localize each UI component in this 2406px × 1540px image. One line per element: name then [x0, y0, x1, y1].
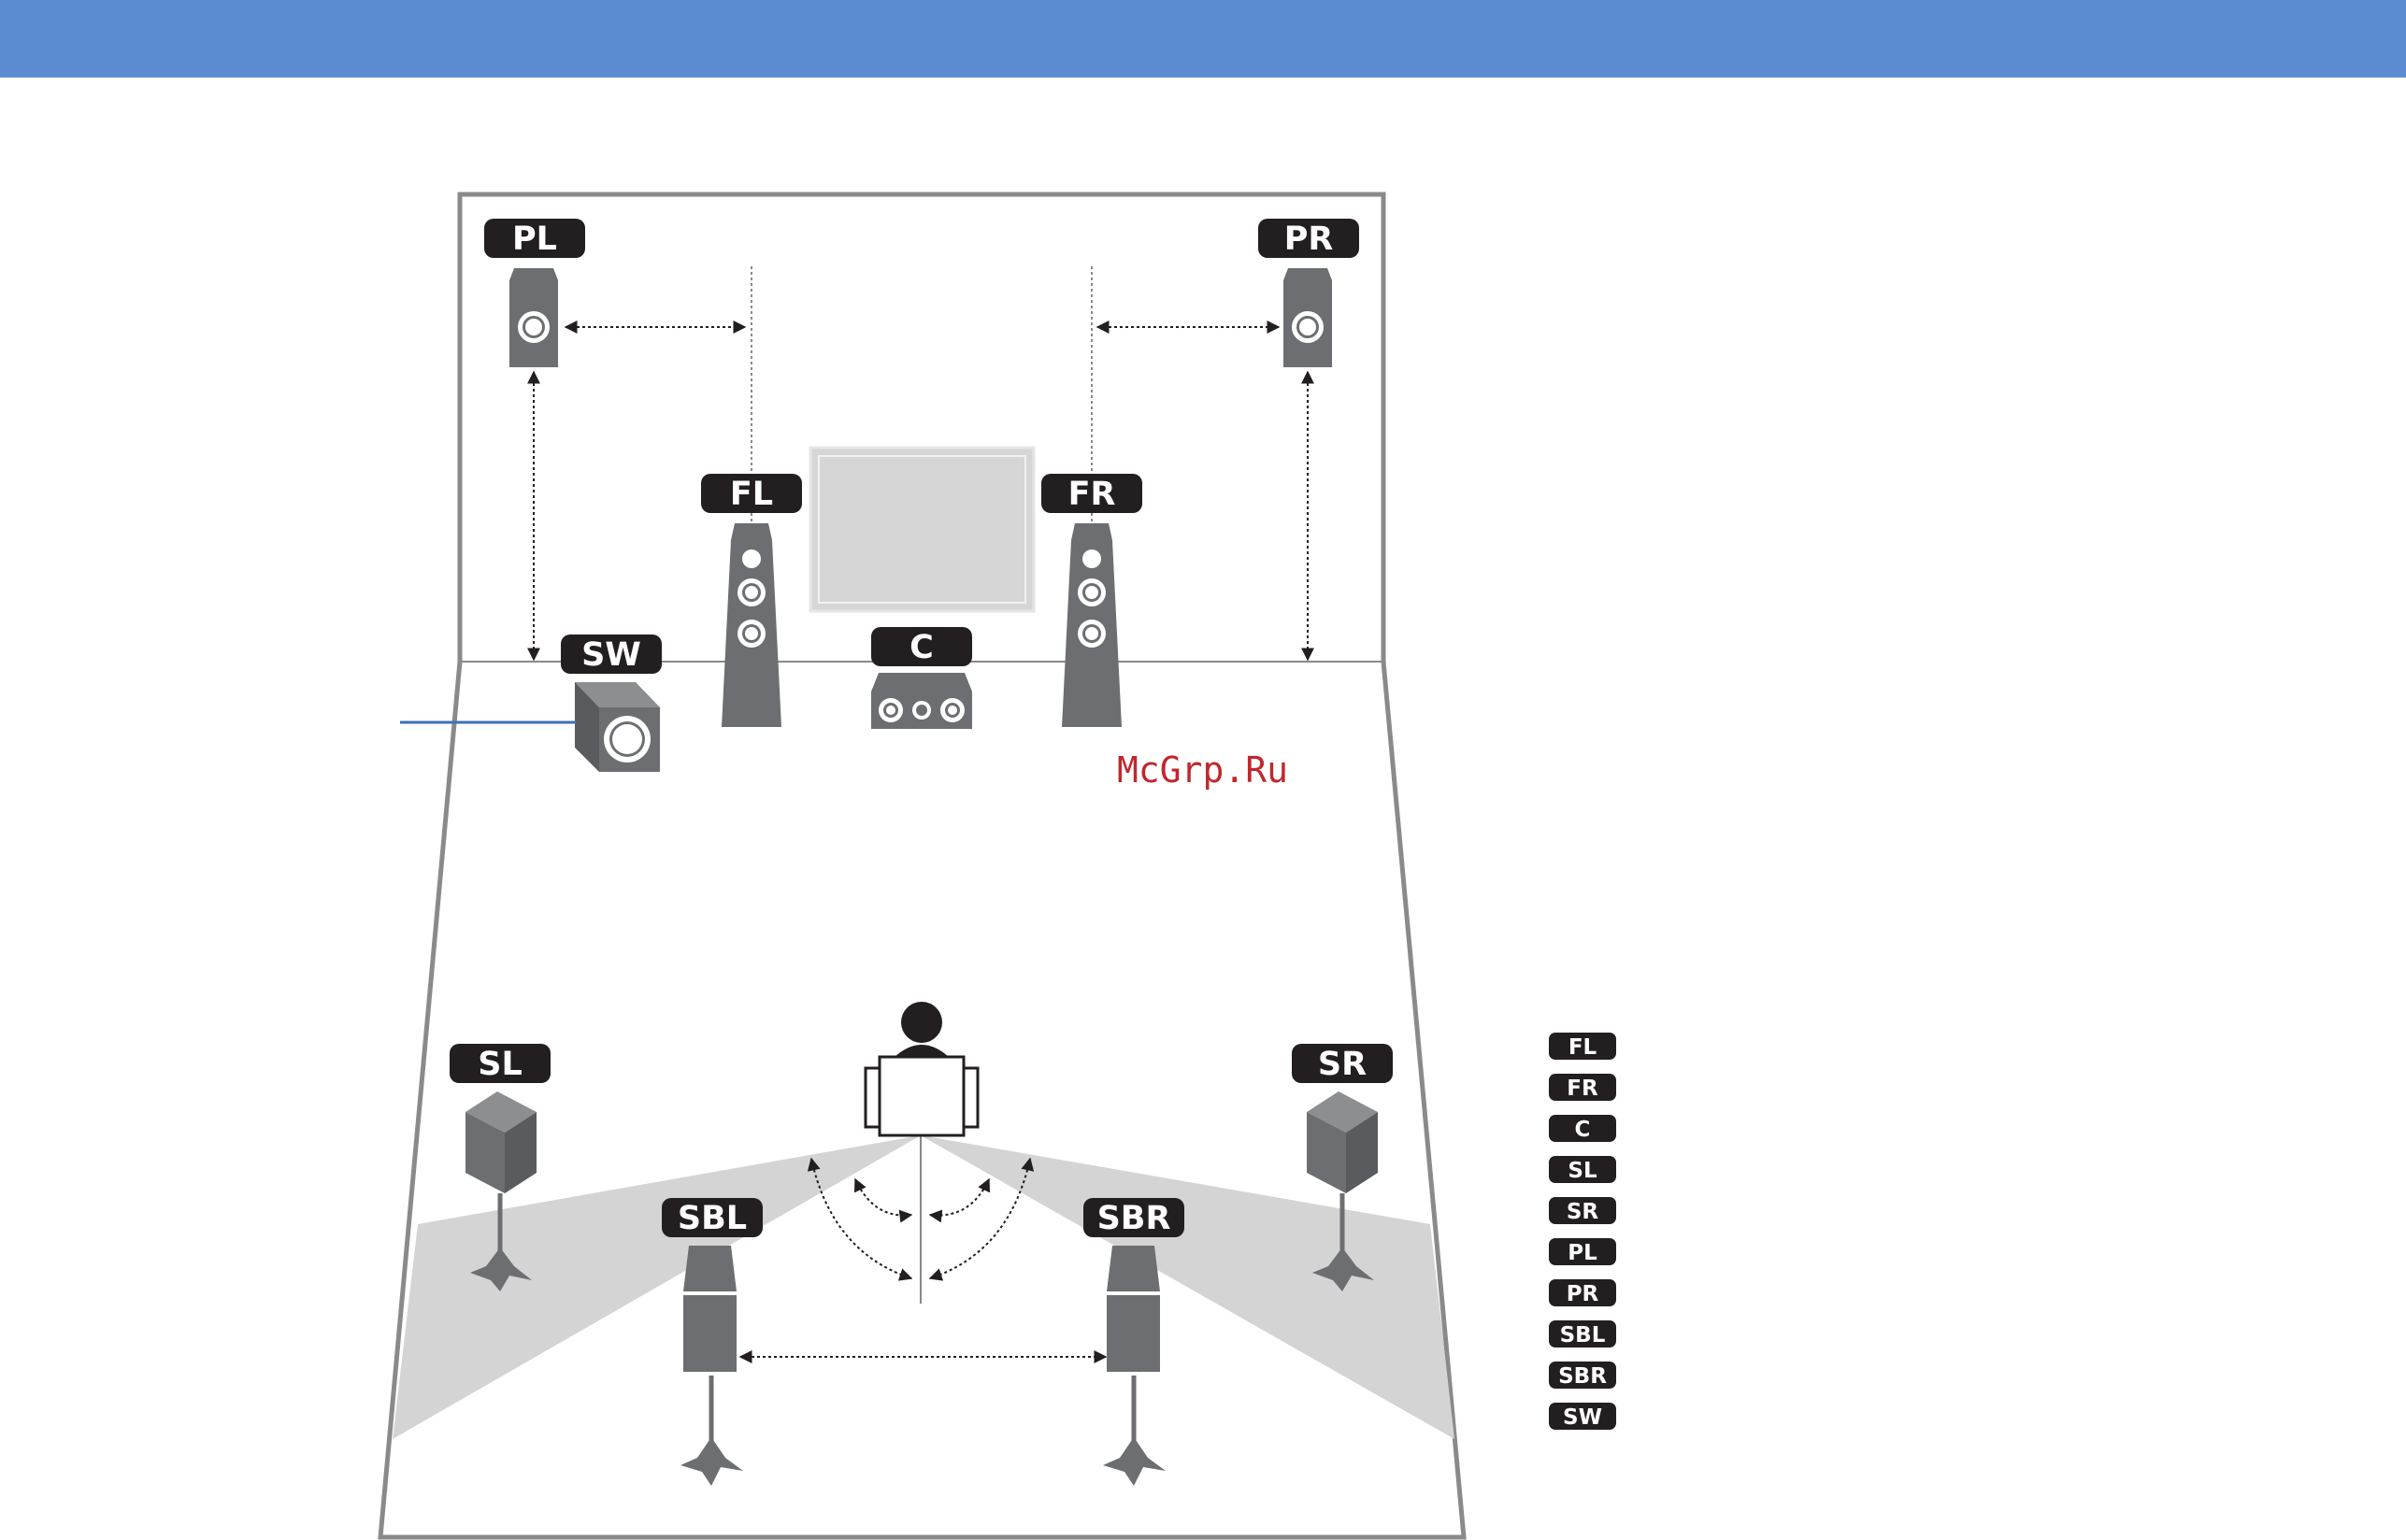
c-speaker-icon — [871, 673, 972, 729]
svg-text:FR: FR — [1068, 476, 1116, 513]
label-pl: PL — [484, 219, 585, 258]
svg-text:SR: SR — [1567, 1200, 1599, 1224]
legend-item: FL — [1549, 1033, 1616, 1060]
legend-item: SBL — [1549, 1320, 1616, 1348]
label-sbr: SBR — [1083, 1198, 1184, 1237]
legend-list: FL FR C SL SR PL PR SBL SBR SW — [1549, 1033, 1616, 1430]
legend-item: SBR — [1549, 1362, 1616, 1389]
label-sl: SL — [450, 1044, 551, 1083]
fl-speaker-icon — [722, 523, 781, 727]
svg-text:SW: SW — [1563, 1405, 1602, 1430]
sr-dispersion — [921, 1135, 1454, 1439]
label-pr: PR — [1258, 219, 1359, 258]
legend-item: C — [1549, 1115, 1616, 1142]
sl-dispersion — [393, 1135, 921, 1439]
svg-text:SL: SL — [478, 1046, 523, 1083]
svg-text:C: C — [1575, 1118, 1591, 1142]
svg-text:SL: SL — [1568, 1159, 1597, 1183]
svg-text:FL: FL — [730, 476, 773, 513]
svg-text:SW: SW — [581, 636, 641, 674]
svg-text:C: C — [909, 629, 934, 666]
sbl-speaker-icon — [680, 1246, 743, 1486]
label-fr: FR — [1041, 474, 1142, 513]
svg-text:PL: PL — [1568, 1241, 1597, 1265]
legend-item: PR — [1549, 1279, 1616, 1306]
label-sw: SW — [561, 635, 662, 674]
sbr-angle-arc — [930, 1179, 989, 1216]
legend-item: PL — [1549, 1238, 1616, 1265]
label-sr: SR — [1292, 1044, 1393, 1083]
legend-item: SL — [1549, 1156, 1616, 1183]
legend-item: SW — [1549, 1403, 1616, 1430]
svg-text:SBR: SBR — [1097, 1200, 1171, 1237]
fr-speaker-icon — [1062, 523, 1122, 727]
svg-text:SBL: SBL — [1560, 1323, 1606, 1348]
pr-speaker-icon — [1283, 268, 1332, 367]
sbr-speaker-icon — [1103, 1246, 1166, 1486]
sbl-angle-arc — [855, 1179, 911, 1216]
svg-text:PL: PL — [512, 221, 557, 258]
sw-speaker-icon — [575, 682, 660, 772]
svg-text:FR: FR — [1567, 1077, 1598, 1101]
svg-text:SR: SR — [1318, 1046, 1367, 1083]
tv-icon — [810, 448, 1034, 611]
legend-item: FR — [1549, 1074, 1616, 1101]
label-sbl: SBL — [662, 1198, 763, 1237]
svg-text:PR: PR — [1284, 221, 1334, 258]
svg-text:SBR: SBR — [1558, 1364, 1607, 1389]
label-fl: FL — [701, 474, 802, 513]
listener-icon — [866, 1002, 978, 1135]
svg-text:PR: PR — [1567, 1282, 1599, 1306]
watermark-text: McGrp.Ru — [1117, 749, 1288, 791]
svg-text:FL: FL — [1568, 1035, 1597, 1060]
pl-speaker-icon — [509, 268, 558, 367]
svg-text:SBL: SBL — [678, 1200, 747, 1237]
legend-item: SR — [1549, 1197, 1616, 1224]
label-c: C — [871, 627, 972, 666]
